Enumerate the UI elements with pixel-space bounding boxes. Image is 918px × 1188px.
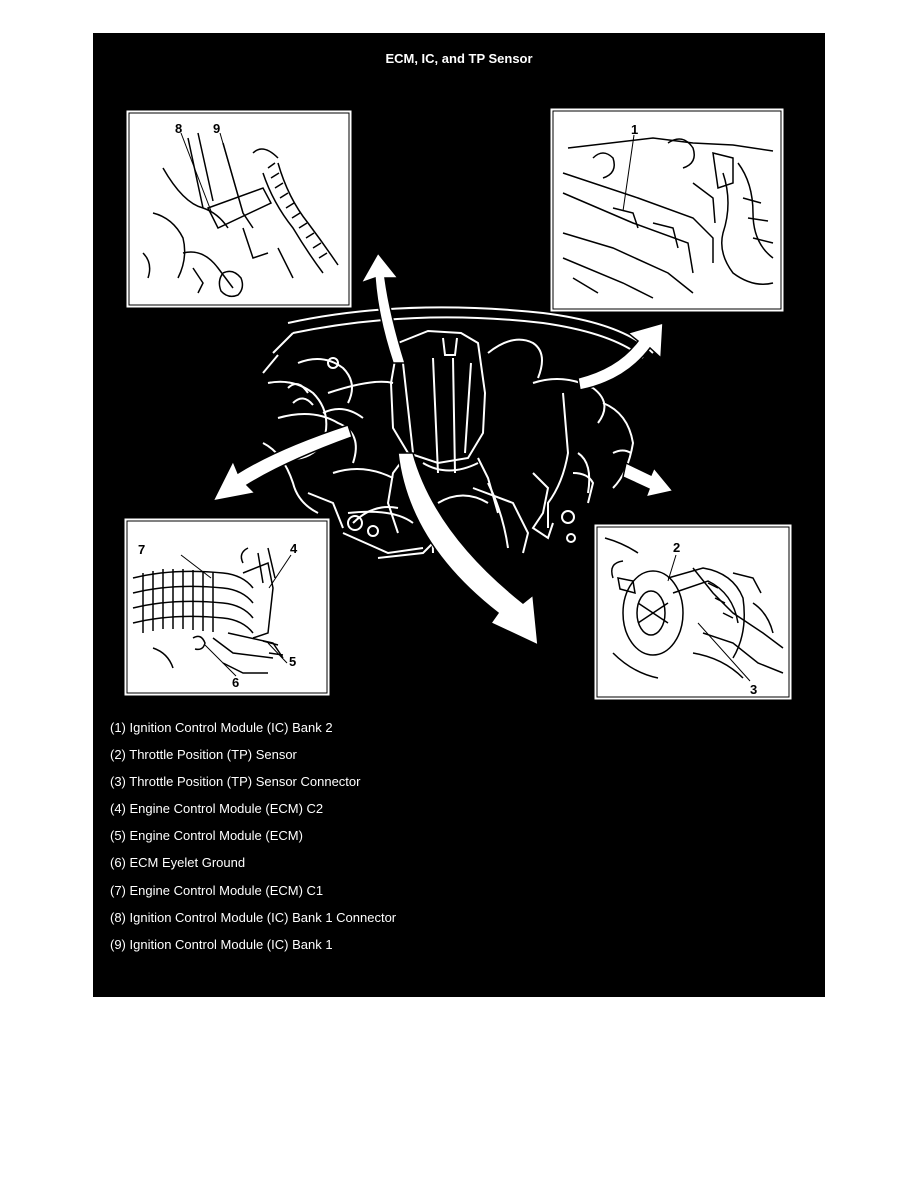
inset-ic-bank2: 1 [550, 108, 784, 312]
legend-item: (5) Engine Control Module (ECM) [110, 828, 303, 844]
callout-2: 2 [673, 540, 680, 555]
legend-item: (6) ECM Eyelet Ground [110, 855, 246, 871]
arrow-front-indicator [622, 461, 675, 499]
callout-7: 7 [138, 542, 145, 557]
arrow-to-inset-ic-bank1 [359, 251, 407, 364]
legend-item: (2) Throttle Position (TP) Sensor [110, 747, 297, 763]
inset-ic-bank1: 8 9 [126, 110, 352, 308]
diagram-title: ECM, IC, and TP Sensor [385, 51, 533, 66]
legend-item: (3) Throttle Position (TP) Sensor Connec… [110, 774, 361, 790]
callout-1: 1 [631, 122, 638, 137]
legend-item: (9) Ignition Control Module (IC) Bank 1 [110, 936, 333, 952]
diagram-panel: ECM, IC, and TP Sensor [93, 33, 825, 997]
callout-4: 4 [290, 541, 298, 556]
arrow-to-inset-ecm [211, 424, 353, 503]
engine-overview-drawing [262, 306, 654, 559]
legend-item: (7) Engine Control Module (ECM) C1 [110, 882, 324, 898]
callout-5: 5 [289, 654, 296, 669]
direction-arrows [211, 251, 675, 647]
callout-6: 6 [232, 675, 239, 690]
legend-item: (4) Engine Control Module (ECM) C2 [110, 801, 324, 817]
legend-item: (8) Ignition Control Module (IC) Bank 1 … [110, 909, 397, 925]
callout-8: 8 [175, 121, 182, 136]
legend-item: (1) Ignition Control Module (IC) Bank 2 [110, 720, 333, 735]
callout-3: 3 [750, 682, 757, 697]
callout-9: 9 [213, 121, 220, 136]
inset-ecm: 7 4 5 6 [124, 518, 330, 696]
arrow-to-inset-ic-bank2 [577, 321, 664, 391]
arrow-to-inset-tp-sensor [397, 452, 539, 647]
legend-list: (1) Ignition Control Module (IC) Bank 2 … [110, 721, 396, 965]
inset-tp-sensor: 2 3 [594, 524, 792, 700]
engine-diagram: 8 9 [124, 108, 792, 700]
